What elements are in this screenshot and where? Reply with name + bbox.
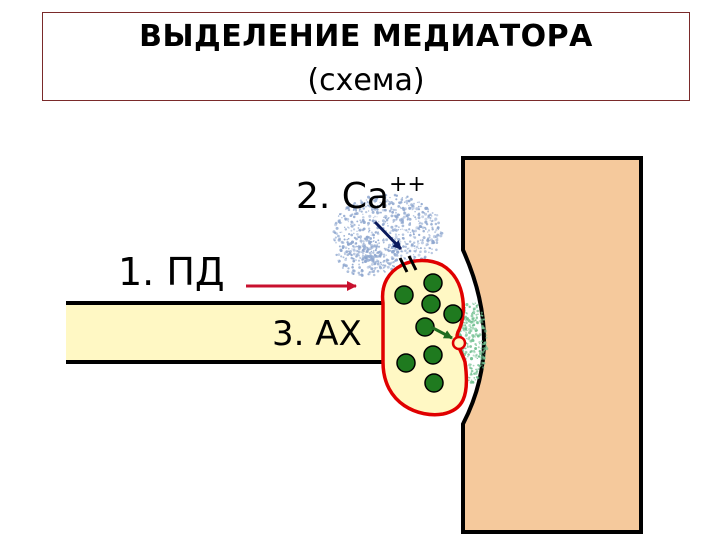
vesicle [424, 373, 444, 393]
axon [66, 303, 383, 362]
label-calcium-text: 2. Са [296, 176, 389, 217]
vesicle [443, 304, 463, 324]
ca-channel [398, 257, 409, 273]
diagram-title: ВЫДЕЛЕНИЕ МЕДИАТОРА [139, 19, 593, 54]
fusing-vesicle [451, 335, 467, 351]
label-acetylcholine: 3. АХ [272, 314, 362, 354]
calcium-arrow [373, 220, 403, 251]
label-calcium: 2. Са++ [296, 172, 426, 217]
label-calcium-charge: ++ [389, 172, 426, 197]
vesicle [396, 353, 416, 373]
title-box: ВЫДЕЛЕНИЕ МЕДИАТОРА (схема) [42, 12, 690, 101]
ca-channel [407, 255, 418, 271]
postsynaptic-cell [461, 156, 643, 534]
vesicle [423, 345, 443, 365]
acetylcholine-arrow [430, 325, 453, 340]
vesicle [421, 294, 441, 314]
vesicle [423, 273, 443, 293]
vesicle [394, 285, 414, 305]
diagram-subtitle: (схема) [307, 63, 425, 98]
label-action-potential: 1. ПД [118, 250, 225, 294]
